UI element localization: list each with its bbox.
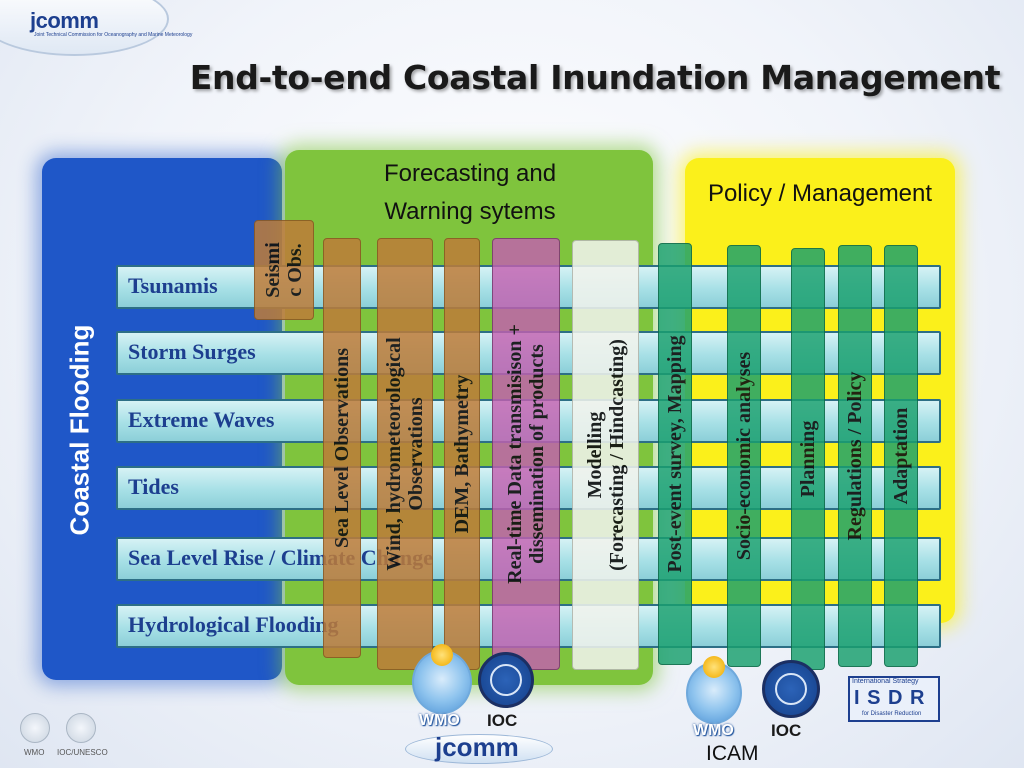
- policy-column: Adaptation: [884, 245, 918, 667]
- forecast-column-label-line1: Seismi: [262, 242, 284, 298]
- jcomm-footer-text: jcomm: [435, 732, 519, 762]
- policy-column: Regulations / Policy: [838, 245, 872, 667]
- footer-wmo-text: WMO: [24, 748, 45, 757]
- forecasting-title-line1: Forecasting and: [383, 160, 557, 187]
- jcomm-header-logo: jcomm Joint Technical Commission for Oce…: [0, 0, 192, 58]
- forecast-column-sea-level: Sea Level Observations: [323, 238, 361, 658]
- forecast-column-label-line2: (Forecasting / Hindcasting): [605, 339, 628, 571]
- forecast-column-label: Modelling (Forecasting / Hindcasting): [584, 339, 628, 571]
- ioc-ring-icon: [775, 673, 807, 705]
- ioc-emblem-icon: [478, 652, 534, 708]
- coastal-flooding-label-box: Coastal Flooding: [50, 300, 110, 560]
- forecast-column-label-line1: Modelling: [583, 411, 606, 499]
- isdr-letters: I S D R: [854, 687, 926, 709]
- forecast-column-label: Sea Level Observations: [331, 348, 353, 548]
- isdr-line1: International Strategy: [852, 678, 919, 685]
- wmo-sun-icon: [703, 656, 725, 678]
- forecast-column-label-line2: Observations: [405, 397, 427, 511]
- isdr-line2: for Disaster Reduction: [862, 711, 922, 717]
- isdr-logo: International Strategy I S D R for Disas…: [848, 676, 940, 722]
- wmo-logo-text: WMO: [693, 722, 734, 739]
- policy-column-label: Post-event survey, Mapping: [664, 335, 686, 573]
- forecast-column-label-line2: c Obs.: [284, 243, 306, 297]
- jcomm-logo-tagline: Joint Technical Commission for Oceanogra…: [34, 32, 193, 38]
- policy-column-label: Adaptation: [890, 407, 912, 505]
- policy-column-label: Planning: [797, 420, 819, 498]
- hazard-label: Storm Surges: [128, 339, 256, 364]
- forecast-column-wind-hydromet: Wind, hydrometeorological Observations: [377, 238, 433, 670]
- forecast-column-label-line1: Sea Level Observations: [331, 348, 353, 548]
- forecast-column-label-line2: dissemination of products: [526, 344, 548, 564]
- wmo-sun-icon: [431, 644, 453, 666]
- forecasting-title-line2: Warning sytems: [384, 198, 556, 225]
- jcomm-logo-text: jcomm: [30, 8, 99, 33]
- hazard-label: Tsunamis: [128, 273, 218, 298]
- ioc-logo-text: IOC: [771, 721, 802, 740]
- forecast-column-dem-bathymetry: DEM, Bathymetry: [444, 238, 480, 670]
- jcomm-footer-logo: jcomm: [405, 730, 553, 766]
- footer-ioc-text: IOC/UNESCO: [57, 748, 108, 757]
- forecast-column-label: Wind, hydrometeorological Observations: [383, 337, 427, 570]
- forecast-column-label-line1: DEM, Bathymetry: [451, 374, 473, 534]
- forecast-column-data-transmission: Real-time Data transmisison + disseminat…: [492, 238, 560, 670]
- page-title: End-to-end Coastal Inundation Management: [189, 58, 1001, 97]
- footer-ioc-icon: [66, 713, 96, 743]
- hazard-label: Hydrological Flooding: [128, 612, 339, 637]
- ioc-emblem-icon: [762, 660, 820, 718]
- forecast-column-label-line1: Wind, hydrometeorological: [383, 337, 405, 571]
- policy-title: Policy / Management: [707, 180, 933, 207]
- footer-wmo-icon: [20, 713, 50, 743]
- forecast-column-label: DEM, Bathymetry: [451, 375, 473, 534]
- policy-column: Planning: [791, 248, 825, 670]
- coastal-flooding-label: Coastal Flooding: [64, 324, 95, 536]
- policy-column-label: Regulations / Policy: [844, 371, 866, 541]
- forecast-column-modelling: Modelling (Forecasting / Hindcasting): [572, 240, 639, 670]
- forecast-column-label-line1: Real-time Data transmisison +: [504, 324, 526, 584]
- policy-column-label: Socio-economic analyses: [733, 351, 755, 561]
- wmo-logo-text: WMO: [419, 712, 460, 729]
- forecast-column-seismic: Seismi c Obs.: [254, 220, 314, 320]
- hazard-label: Extreme Waves: [128, 407, 275, 432]
- forecasting-title: Forecasting and Warning sytems: [330, 155, 610, 231]
- ioc-logo-text: IOC: [487, 711, 518, 730]
- hazard-label: Tides: [128, 474, 179, 499]
- forecast-column-label: Real-time Data transmisison + disseminat…: [504, 324, 548, 584]
- wmo-emblem-icon: [412, 644, 472, 714]
- wmo-emblem-icon: [686, 656, 742, 724]
- policy-column: Post-event survey, Mapping: [658, 243, 692, 665]
- forecast-column-label: Seismi c Obs.: [262, 242, 306, 298]
- ioc-ring-icon: [490, 664, 522, 696]
- policy-column: Socio-economic analyses: [727, 245, 761, 667]
- jcomm-footer-swoosh: [405, 734, 553, 764]
- icam-label: ICAM: [706, 742, 759, 765]
